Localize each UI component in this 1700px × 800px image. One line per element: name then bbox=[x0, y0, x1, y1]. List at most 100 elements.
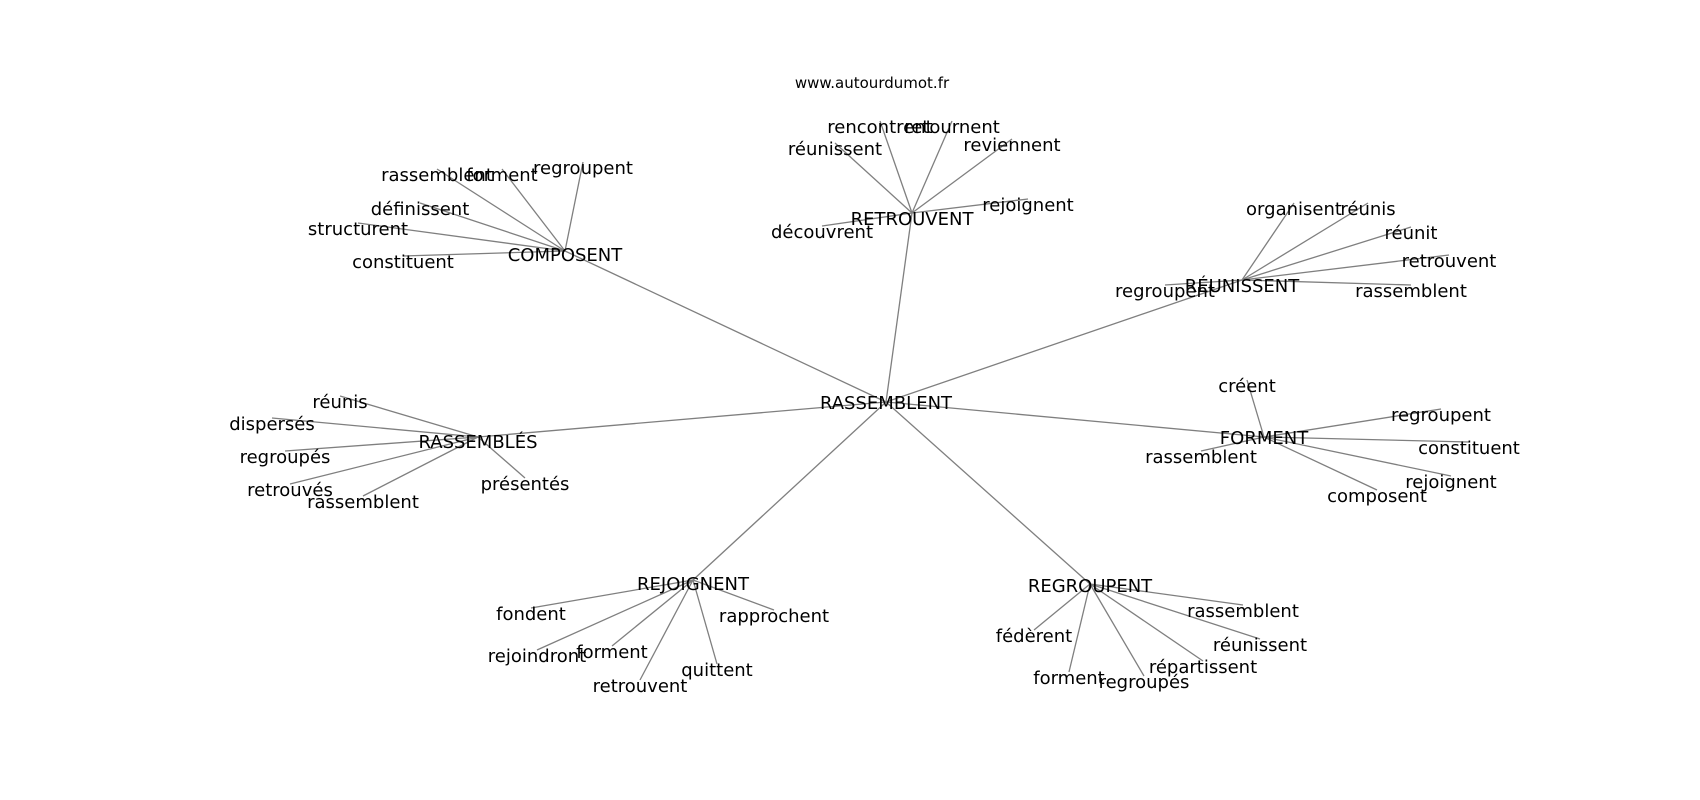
edge-retrouvent-leaf bbox=[911, 120, 953, 214]
edge-retrouvent-leaf bbox=[879, 120, 913, 214]
leaf-node[interactable]: créent bbox=[1218, 376, 1276, 397]
cluster-node-reunissent[interactable]: RÉUNISSENT bbox=[1185, 275, 1301, 297]
edge-reunissent-leaf bbox=[1164, 279, 1243, 286]
edge-root-forment bbox=[885, 401, 1265, 438]
edge-rejoignent-leaf bbox=[639, 579, 694, 681]
edge-regroupent-leaf bbox=[1089, 583, 1244, 606]
leaf-node[interactable]: composent bbox=[1327, 486, 1427, 507]
leaf-node[interactable]: forment bbox=[576, 642, 648, 663]
leaf-node[interactable]: répartissent bbox=[1149, 657, 1257, 678]
cluster-node-retrouvent[interactable]: RETROUVENT bbox=[851, 209, 975, 230]
leaf-node[interactable]: retournent bbox=[904, 117, 1000, 138]
leaf-node[interactable]: fondent bbox=[496, 604, 566, 625]
leaf-node[interactable]: rassemblent bbox=[307, 492, 419, 513]
leaf-node[interactable]: réunis bbox=[1340, 199, 1395, 220]
edge-retrouvent-leaf bbox=[911, 138, 1013, 214]
leaf-node[interactable]: rassemblent bbox=[1187, 601, 1299, 622]
edge-rassembles-leaf bbox=[271, 417, 479, 438]
leaf-node[interactable]: regroupés bbox=[240, 447, 331, 468]
edge-forment-leaf bbox=[1263, 408, 1442, 438]
edge-rejoignent-leaf bbox=[611, 579, 694, 647]
edge-regroupent-leaf bbox=[1068, 583, 1091, 673]
edge-rejoignent-leaf bbox=[692, 579, 775, 611]
cluster-node-rassembles[interactable]: RASSEMBLÉS bbox=[418, 431, 537, 453]
edge-regroupent-leaf bbox=[1089, 583, 1261, 640]
leaf-node[interactable]: organisent bbox=[1246, 199, 1342, 220]
leaf-node[interactable]: regroupent bbox=[1391, 405, 1491, 426]
cluster-node-composent[interactable]: COMPOSENT bbox=[508, 245, 624, 266]
leaf-node[interactable]: forment bbox=[1033, 668, 1105, 689]
edge-forment-leaf bbox=[1263, 436, 1470, 443]
edge-composent-leaf bbox=[357, 222, 566, 252]
edge-forment-leaf bbox=[1263, 436, 1452, 477]
cluster-node-regroupent[interactable]: REGROUPENT bbox=[1028, 576, 1153, 597]
edge-reunissent-leaf bbox=[1241, 226, 1412, 281]
leaf-node[interactable]: rencontrent bbox=[827, 117, 932, 138]
edge-regroupent-leaf bbox=[1089, 583, 1204, 662]
leaf-node[interactable]: reviennent bbox=[963, 135, 1060, 156]
leaf-node[interactable]: rassemblent bbox=[1145, 447, 1257, 468]
leaf-node[interactable]: regroupés bbox=[1099, 672, 1190, 693]
edge-root-regroupent bbox=[885, 401, 1091, 585]
edge-reunissent-leaf bbox=[1241, 279, 1412, 286]
edge-reunissent-leaf bbox=[1241, 202, 1369, 281]
watermark-text: www.autourdumot.fr bbox=[795, 74, 950, 92]
leaf-node[interactable]: forment bbox=[466, 165, 538, 186]
edge-composent-leaf bbox=[501, 168, 566, 252]
labels-layer: www.autourdumot.fr RASSEMBLENT COMPOSENT… bbox=[229, 74, 1520, 697]
leaf-node[interactable]: structurent bbox=[308, 219, 408, 240]
leaf-node[interactable]: réunit bbox=[1385, 223, 1438, 244]
leaf-node[interactable]: rejoindront bbox=[488, 646, 586, 667]
leaf-node[interactable]: rapprochent bbox=[719, 606, 829, 627]
leaf-node[interactable]: dispersés bbox=[229, 414, 315, 435]
edge-root-retrouvent bbox=[885, 212, 913, 403]
edge-rejoignent-leaf bbox=[536, 579, 694, 651]
edge-retrouvent-leaf bbox=[821, 212, 913, 227]
edge-reunissent-leaf bbox=[1241, 254, 1450, 281]
leaf-node[interactable]: rejoignent bbox=[982, 195, 1073, 216]
edge-rassembles-leaf bbox=[477, 436, 526, 479]
edge-regroupent-leaf bbox=[1089, 583, 1145, 677]
edge-retrouvent-leaf bbox=[834, 142, 913, 214]
edge-rassembles-leaf bbox=[339, 395, 479, 438]
leaf-node[interactable]: quittent bbox=[681, 660, 753, 681]
leaf-node[interactable]: fédèrent bbox=[996, 626, 1072, 647]
cluster-node-rejoignent[interactable]: REJOIGNENT bbox=[637, 574, 750, 595]
cluster-node-forment[interactable]: FORMENT bbox=[1220, 428, 1309, 449]
leaf-node[interactable]: découvrent bbox=[771, 222, 873, 243]
leaf-node[interactable]: réunissent bbox=[1213, 635, 1307, 656]
edge-root-reunissent bbox=[885, 279, 1243, 403]
leaf-node[interactable]: constituent bbox=[1418, 438, 1520, 459]
edge-root-composent bbox=[564, 250, 887, 403]
edge-composent-leaf bbox=[564, 161, 584, 252]
edge-forment-leaf bbox=[1246, 379, 1265, 438]
root-node-label: RASSEMBLENT bbox=[820, 393, 953, 414]
edge-forment-leaf bbox=[1263, 436, 1378, 491]
leaf-node[interactable]: regroupent bbox=[533, 158, 633, 179]
leaf-node[interactable]: regroupent bbox=[1115, 281, 1215, 302]
edge-root-rassembles bbox=[477, 401, 887, 438]
leaf-node[interactable]: rejoignent bbox=[1405, 472, 1496, 493]
leaf-node[interactable]: présentés bbox=[481, 474, 570, 495]
leaf-node[interactable]: réunis bbox=[312, 392, 367, 413]
edge-regroupent-leaf bbox=[1033, 583, 1091, 631]
leaf-node[interactable]: retrouvés bbox=[247, 480, 333, 501]
edge-reunissent-leaf bbox=[1241, 202, 1295, 281]
edge-root-rejoignent bbox=[692, 401, 887, 581]
edge-composent-leaf bbox=[402, 250, 566, 257]
edges-layer bbox=[271, 120, 1470, 681]
leaf-node[interactable]: définissent bbox=[371, 199, 470, 220]
edge-rassembles-leaf bbox=[284, 436, 479, 452]
edge-composent-leaf bbox=[436, 168, 566, 252]
edge-composent-leaf bbox=[419, 202, 566, 252]
leaf-node[interactable]: rassemblent bbox=[1355, 281, 1467, 302]
leaf-node[interactable]: rassemblent bbox=[381, 165, 493, 186]
leaf-node[interactable]: retrouvent bbox=[1402, 251, 1497, 272]
edge-rejoignent-leaf bbox=[692, 579, 718, 665]
leaf-node[interactable]: retrouvent bbox=[593, 676, 688, 697]
leaf-node[interactable]: réunissent bbox=[788, 139, 882, 160]
edge-rassembles-leaf bbox=[289, 436, 479, 485]
leaf-node[interactable]: constituent bbox=[352, 252, 454, 273]
